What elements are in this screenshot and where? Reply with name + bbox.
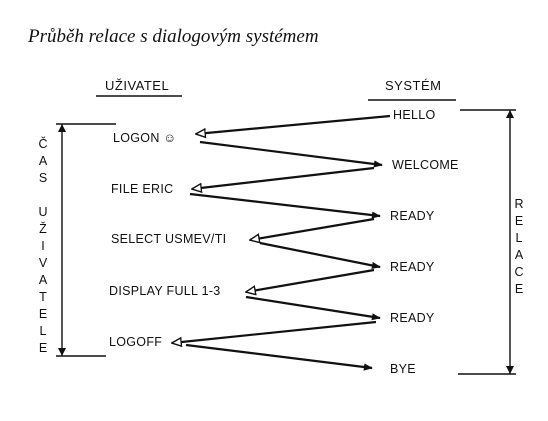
arrow-logon-to-welcome: [199, 140, 383, 168]
vertical-letter: A: [38, 273, 48, 287]
arrow-file-to-ready-1: [189, 192, 381, 219]
user-message-logon: LOGON ☺: [113, 131, 177, 145]
vertical-letter: T: [39, 290, 47, 304]
vertical-letter: A: [514, 248, 524, 262]
vertical-letter: C: [514, 265, 524, 279]
user-time-arrow-up: [58, 124, 66, 132]
user-message-logoff: LOGOFF: [109, 335, 163, 349]
user-message-display: DISPLAY FULL 1-3: [109, 284, 221, 298]
system-message-ready-3: READY: [390, 311, 435, 325]
user-time-arrow-down: [58, 348, 66, 356]
session-arrow-up: [506, 110, 514, 118]
arrow-display-to-ready-3: [245, 295, 381, 321]
system-message-welcome: WELCOME: [392, 158, 459, 172]
system-message-ready-1: READY: [390, 209, 435, 223]
vertical-letter: Č: [38, 137, 48, 151]
system-column-header: SYSTÉM: [385, 78, 442, 93]
system-message-ready-2: READY: [390, 260, 435, 274]
vertical-letter: Ž: [39, 222, 47, 236]
vertical-letter: L: [39, 324, 47, 338]
vertical-letter: U: [38, 205, 48, 219]
vertical-letter: S: [38, 171, 48, 185]
user-message-file-eric: FILE ERIC: [111, 182, 174, 196]
arrow-ready-to-display: [246, 268, 375, 292]
arrow-logoff-to-bye: [185, 343, 373, 371]
arrow-ready-to-select: [250, 217, 375, 240]
arrow-ready-to-logoff: [172, 320, 377, 343]
arrow-welcome-to-file: [192, 166, 375, 189]
user-time-bracket: [56, 123, 116, 357]
system-message-bye: BYE: [390, 362, 416, 376]
vertical-letter: V: [38, 256, 48, 270]
vertical-letter: I: [41, 239, 45, 253]
vertical-letter: R: [514, 197, 524, 211]
vertical-letter: E: [514, 214, 524, 228]
user-message-select: SELECT USMEV/TI: [111, 232, 227, 246]
vertical-letter: E: [514, 282, 524, 296]
session-bracket: [458, 109, 516, 375]
arrow-select-to-ready-2: [259, 241, 381, 269]
vertical-letter: A: [38, 154, 48, 168]
arrow-hello-to-logon: [196, 114, 391, 134]
vertical-letter: L: [515, 231, 523, 245]
vertical-letter: E: [38, 307, 48, 321]
user-column-header: UŽIVATEL: [105, 78, 170, 93]
system-message-hello: HELLO: [393, 108, 436, 122]
vertical-letter: E: [38, 341, 48, 355]
session-arrow-down: [506, 366, 514, 374]
diagram-title: Průběh relace s dialogovým systémem: [28, 26, 319, 47]
